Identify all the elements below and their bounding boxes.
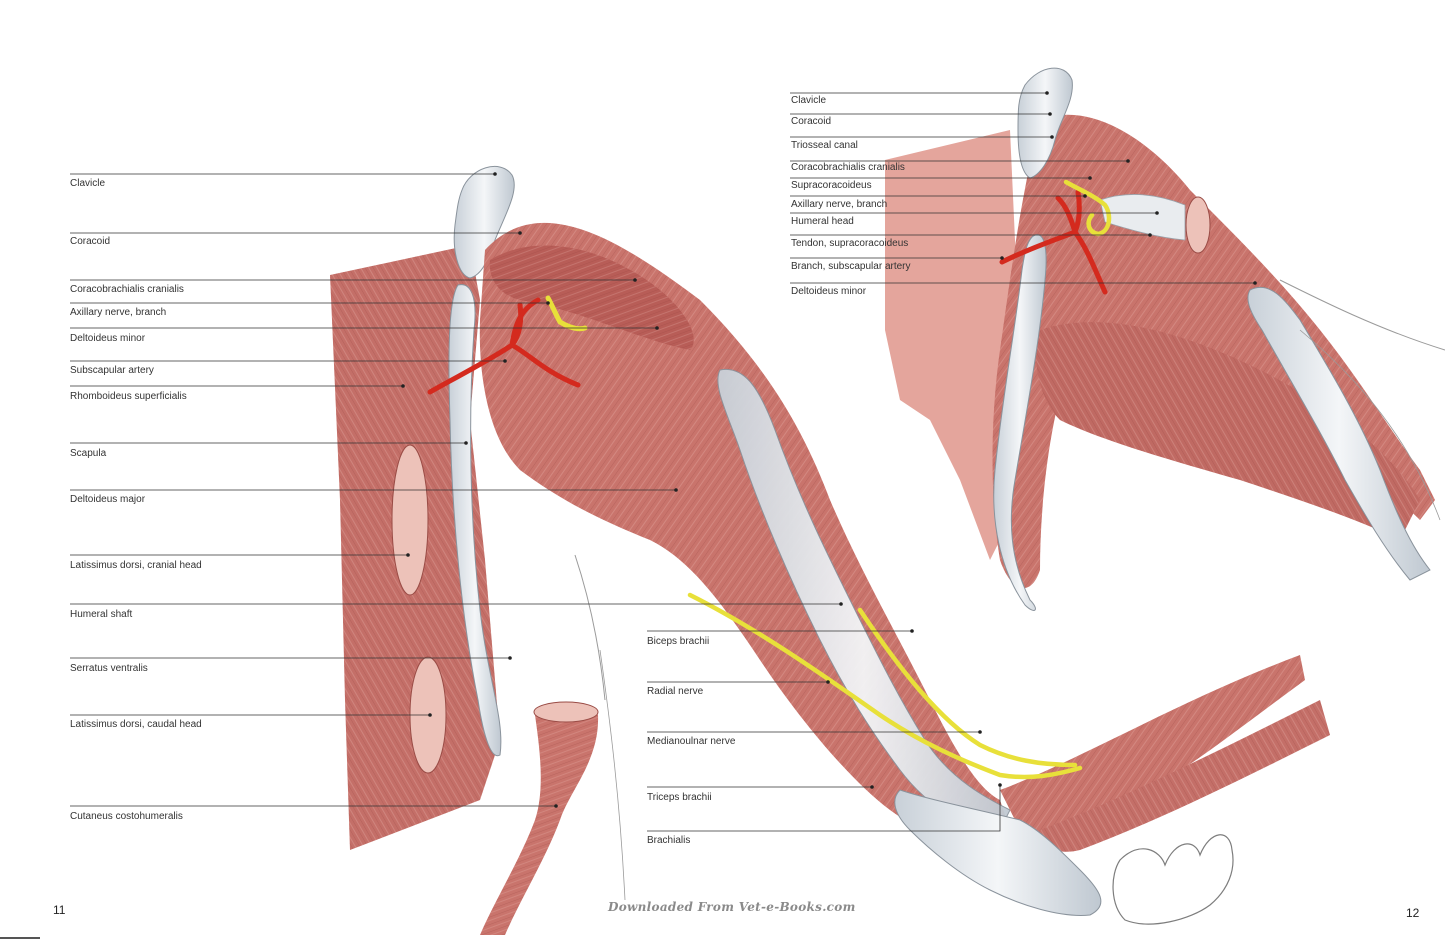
scapula-bone	[448, 284, 502, 757]
right-subscapular-branch	[999, 189, 1108, 295]
label-subscapular-artery: Subscapular artery	[70, 365, 154, 376]
medianoulnar-nerve	[857, 607, 1078, 768]
label-axillary-nerve-branch: Axillary nerve, branch	[70, 307, 167, 318]
leader-lines	[70, 92, 1255, 832]
label-right-branch-subscapular-artery: Branch, subscapular artery	[791, 261, 911, 272]
label-right-supracoracoideus: Supracoracoideus	[791, 180, 872, 191]
right-axillary-nerve	[1063, 179, 1112, 237]
label-right-coracobrachialis-cranialis: Coracobrachialis cranialis	[791, 162, 905, 173]
label-right-axillary-nerve-branch: Axillary nerve, branch	[791, 199, 888, 210]
right-humeral-head-cut	[1185, 196, 1211, 254]
right-humerus-bone	[1247, 286, 1431, 581]
label-clavicle: Clavicle	[70, 178, 106, 189]
label-rhomboideus-superficialis: Rhomboideus superficialis	[70, 391, 187, 402]
label-right-clavicle: Clavicle	[791, 95, 827, 106]
label-biceps-brachii: Biceps brachii	[647, 636, 710, 647]
label-serratus-ventralis: Serratus ventralis	[70, 663, 148, 674]
label-coracoid: Coracoid	[70, 236, 111, 247]
right-background-muscle	[885, 130, 1020, 560]
latissimus-cranial-oval	[391, 444, 429, 596]
axillary-nerve-branch	[545, 295, 588, 332]
label-brachialis: Brachialis	[647, 835, 691, 846]
page-number-left: 11	[53, 903, 66, 917]
label-scapula: Scapula	[70, 448, 107, 459]
label-coracobrachialis-cranialis: Coracobrachialis cranialis	[70, 284, 184, 295]
label-deltoideus-minor: Deltoideus minor	[70, 333, 146, 344]
left-figure	[330, 165, 1330, 935]
watermark-text: Downloaded From Vet-e-Books.com	[608, 900, 856, 914]
label-latissimus-cranial-head: Latissimus dorsi, cranial head	[70, 560, 202, 571]
right-figure	[885, 67, 1445, 611]
costohumeralis-cut-end	[533, 701, 599, 723]
label-latissimus-caudal-head: Latissimus dorsi, caudal head	[70, 719, 202, 730]
label-triceps-brachii: Triceps brachii	[647, 792, 712, 803]
label-right-humeral-head: Humeral head	[791, 216, 854, 227]
label-right-triosseal-canal: Triosseal canal	[791, 140, 858, 151]
right-tendon	[1099, 194, 1186, 241]
label-humeral-shaft: Humeral shaft	[70, 609, 133, 620]
leader-dots	[401, 91, 1257, 808]
right-scapula-bone	[993, 234, 1047, 611]
label-right-tendon-supracoracoideus: Tendon, supracoracoideus	[791, 238, 909, 249]
label-radial-nerve: Radial nerve	[647, 686, 704, 697]
label-cutaneus-costohumeralis: Cutaneus costohumeralis	[70, 811, 183, 822]
label-right-coracoid: Coracoid	[791, 116, 832, 127]
right-clavicle-bone	[1017, 67, 1073, 179]
hand-outline	[1112, 834, 1234, 925]
radial-nerve	[687, 592, 1083, 780]
elbow-bone	[894, 789, 1102, 916]
label-deltoideus-major: Deltoideus major	[70, 494, 146, 505]
label-right-deltoideus-minor: Deltoideus minor	[791, 286, 867, 297]
label-medianoulnar-nerve: Medianoulnar nerve	[647, 736, 736, 747]
page-number-right: 12	[1406, 906, 1420, 920]
